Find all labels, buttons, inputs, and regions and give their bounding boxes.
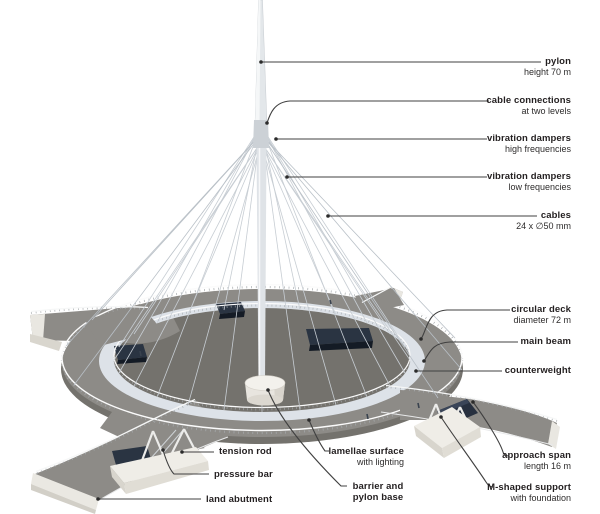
label-land-abutment: land abutment [206, 494, 273, 505]
leader-dots [96, 60, 475, 501]
label-tension-rod: tension rod [219, 446, 272, 457]
label-pressure-bar: pressure bar [214, 469, 273, 480]
road-railings [30, 285, 558, 500]
se-support-foundation [414, 399, 481, 458]
deck-figures [139, 299, 420, 420]
sw-support-foundation [31, 428, 209, 514]
label-main-beam: main beam [520, 336, 571, 347]
label-counterweight: counterweight [504, 365, 571, 376]
leader-lines [98, 61, 541, 500]
